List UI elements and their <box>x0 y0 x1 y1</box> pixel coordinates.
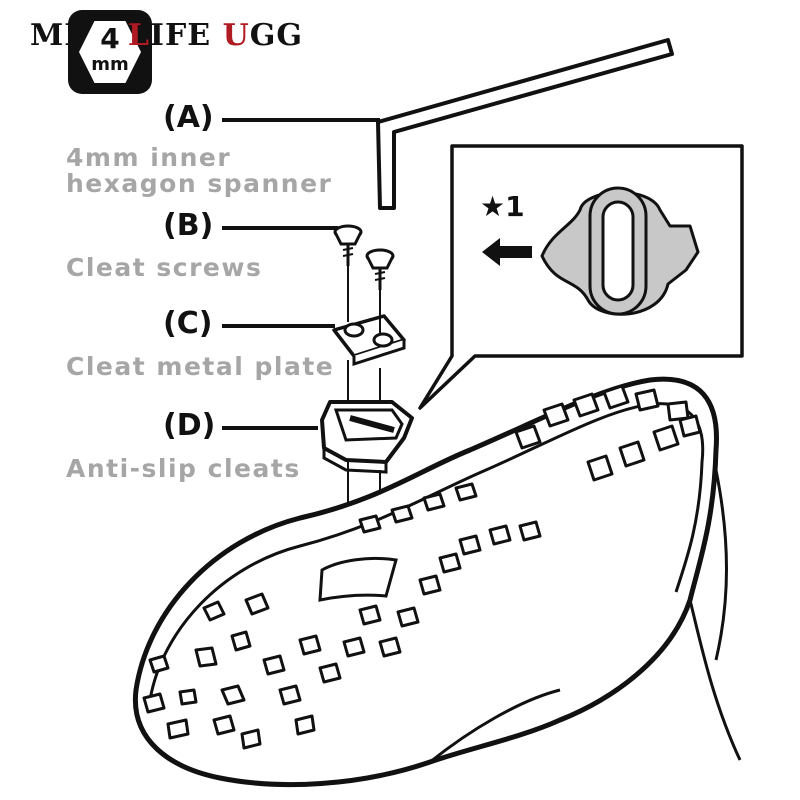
hex-key-icon <box>376 38 674 210</box>
part-a-description-line-1: 4mm inner <box>66 143 232 172</box>
inset-note: ★1 <box>480 190 525 223</box>
badge-size-number: 4 <box>100 22 120 55</box>
spanner-size-badge: 4 mm <box>68 10 152 94</box>
cleat-screw-icon <box>333 224 395 290</box>
part-a-letter: (A) <box>163 100 214 135</box>
part-d-description: Anti-slip cleats <box>66 454 301 483</box>
part-c-letter: (C) <box>163 306 213 341</box>
inset-cleat-icon <box>540 186 700 316</box>
brand-watermark: MIXXLIFE UGG <box>30 18 303 53</box>
arrow-left-icon <box>482 238 532 266</box>
part-b-letter: (B) <box>163 208 214 243</box>
part-d-letter: (D) <box>163 408 216 443</box>
part-a-description-line-2: hexagon spanner <box>66 169 333 198</box>
brand-red-1: L <box>127 18 150 53</box>
badge-size-unit: mm <box>91 54 129 75</box>
anti-slip-cleat-icon <box>320 400 414 474</box>
inset-callout-box <box>418 144 744 410</box>
part-b-description: Cleat screws <box>66 253 263 282</box>
brand-red-2: U <box>222 18 250 53</box>
cleat-metal-plate-icon <box>332 314 406 367</box>
shoe-sole-icon <box>132 376 742 788</box>
brand-post: GG <box>249 18 303 53</box>
part-c-description: Cleat metal plate <box>66 352 335 381</box>
brand-mid: IFE <box>149 18 223 53</box>
brand-pre: MI <box>30 18 80 53</box>
